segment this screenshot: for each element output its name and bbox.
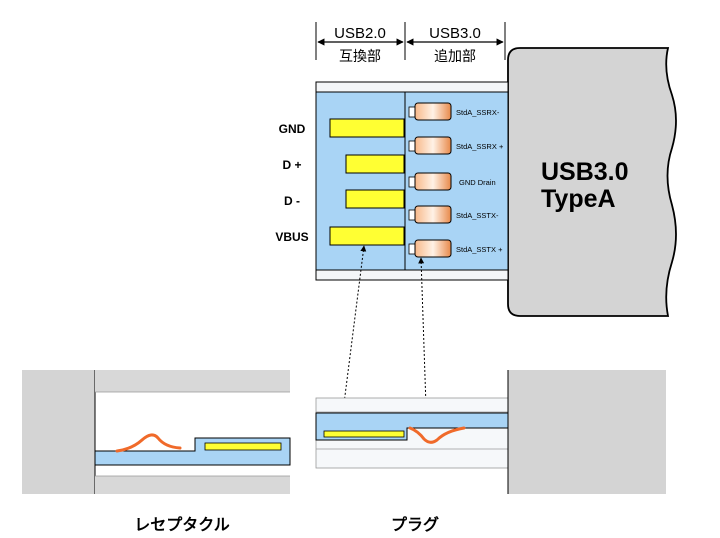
pin-label-vbus: VBUS: [275, 230, 308, 244]
usb3-pin-gnd-drain: GND Drain: [408, 172, 496, 191]
usb2-pin-d-plus: [345, 154, 405, 174]
pin-label-gnd: GND: [279, 122, 306, 136]
svg-text:StdA_SSTX-: StdA_SSTX-: [456, 211, 499, 220]
usb3-pin-sstx-plus: StdA_SSTX +: [408, 239, 503, 258]
usb2-section-subtitle: 互換部: [339, 48, 381, 64]
receptacle-caption: レセプタクル: [134, 515, 230, 534]
usb2-pin-d-minus: [345, 189, 405, 209]
svg-text:StdA_SSRX +: StdA_SSRX +: [456, 142, 504, 151]
usb3-pin-ssrx-plus: StdA_SSRX +: [408, 136, 504, 155]
connector-label-line1: USB3.0: [541, 158, 629, 186]
pin-label-d-plus: D +: [282, 158, 301, 172]
receptacle-cross-section: [22, 370, 291, 494]
usb2-section-title: USB2.0: [334, 25, 386, 42]
usb3-section-subtitle: 追加部: [434, 48, 476, 64]
plug-caption: プラグ: [391, 515, 439, 534]
svg-text:StdA_SSTX +: StdA_SSTX +: [456, 245, 503, 254]
svg-text:StdA_SSRX-: StdA_SSRX-: [456, 108, 500, 117]
header-dimension-lines: [315, 22, 506, 60]
usb2-pin-vbus: [329, 226, 405, 246]
usb3-pin-sstx-minus: StdA_SSTX-: [408, 205, 499, 224]
connector-label-line2: TypeA: [541, 185, 616, 213]
svg-text:GND Drain: GND Drain: [459, 178, 496, 187]
usb3-section-title: USB3.0: [429, 25, 481, 42]
pin-label-d-minus: D -: [284, 194, 300, 208]
usb2-pin-gnd: [329, 118, 405, 138]
plug-cross-section: [315, 370, 666, 494]
usb3-connector-housing: [507, 47, 677, 317]
usb3-pin-ssrx-minus: StdA_SSRX-: [408, 102, 500, 121]
